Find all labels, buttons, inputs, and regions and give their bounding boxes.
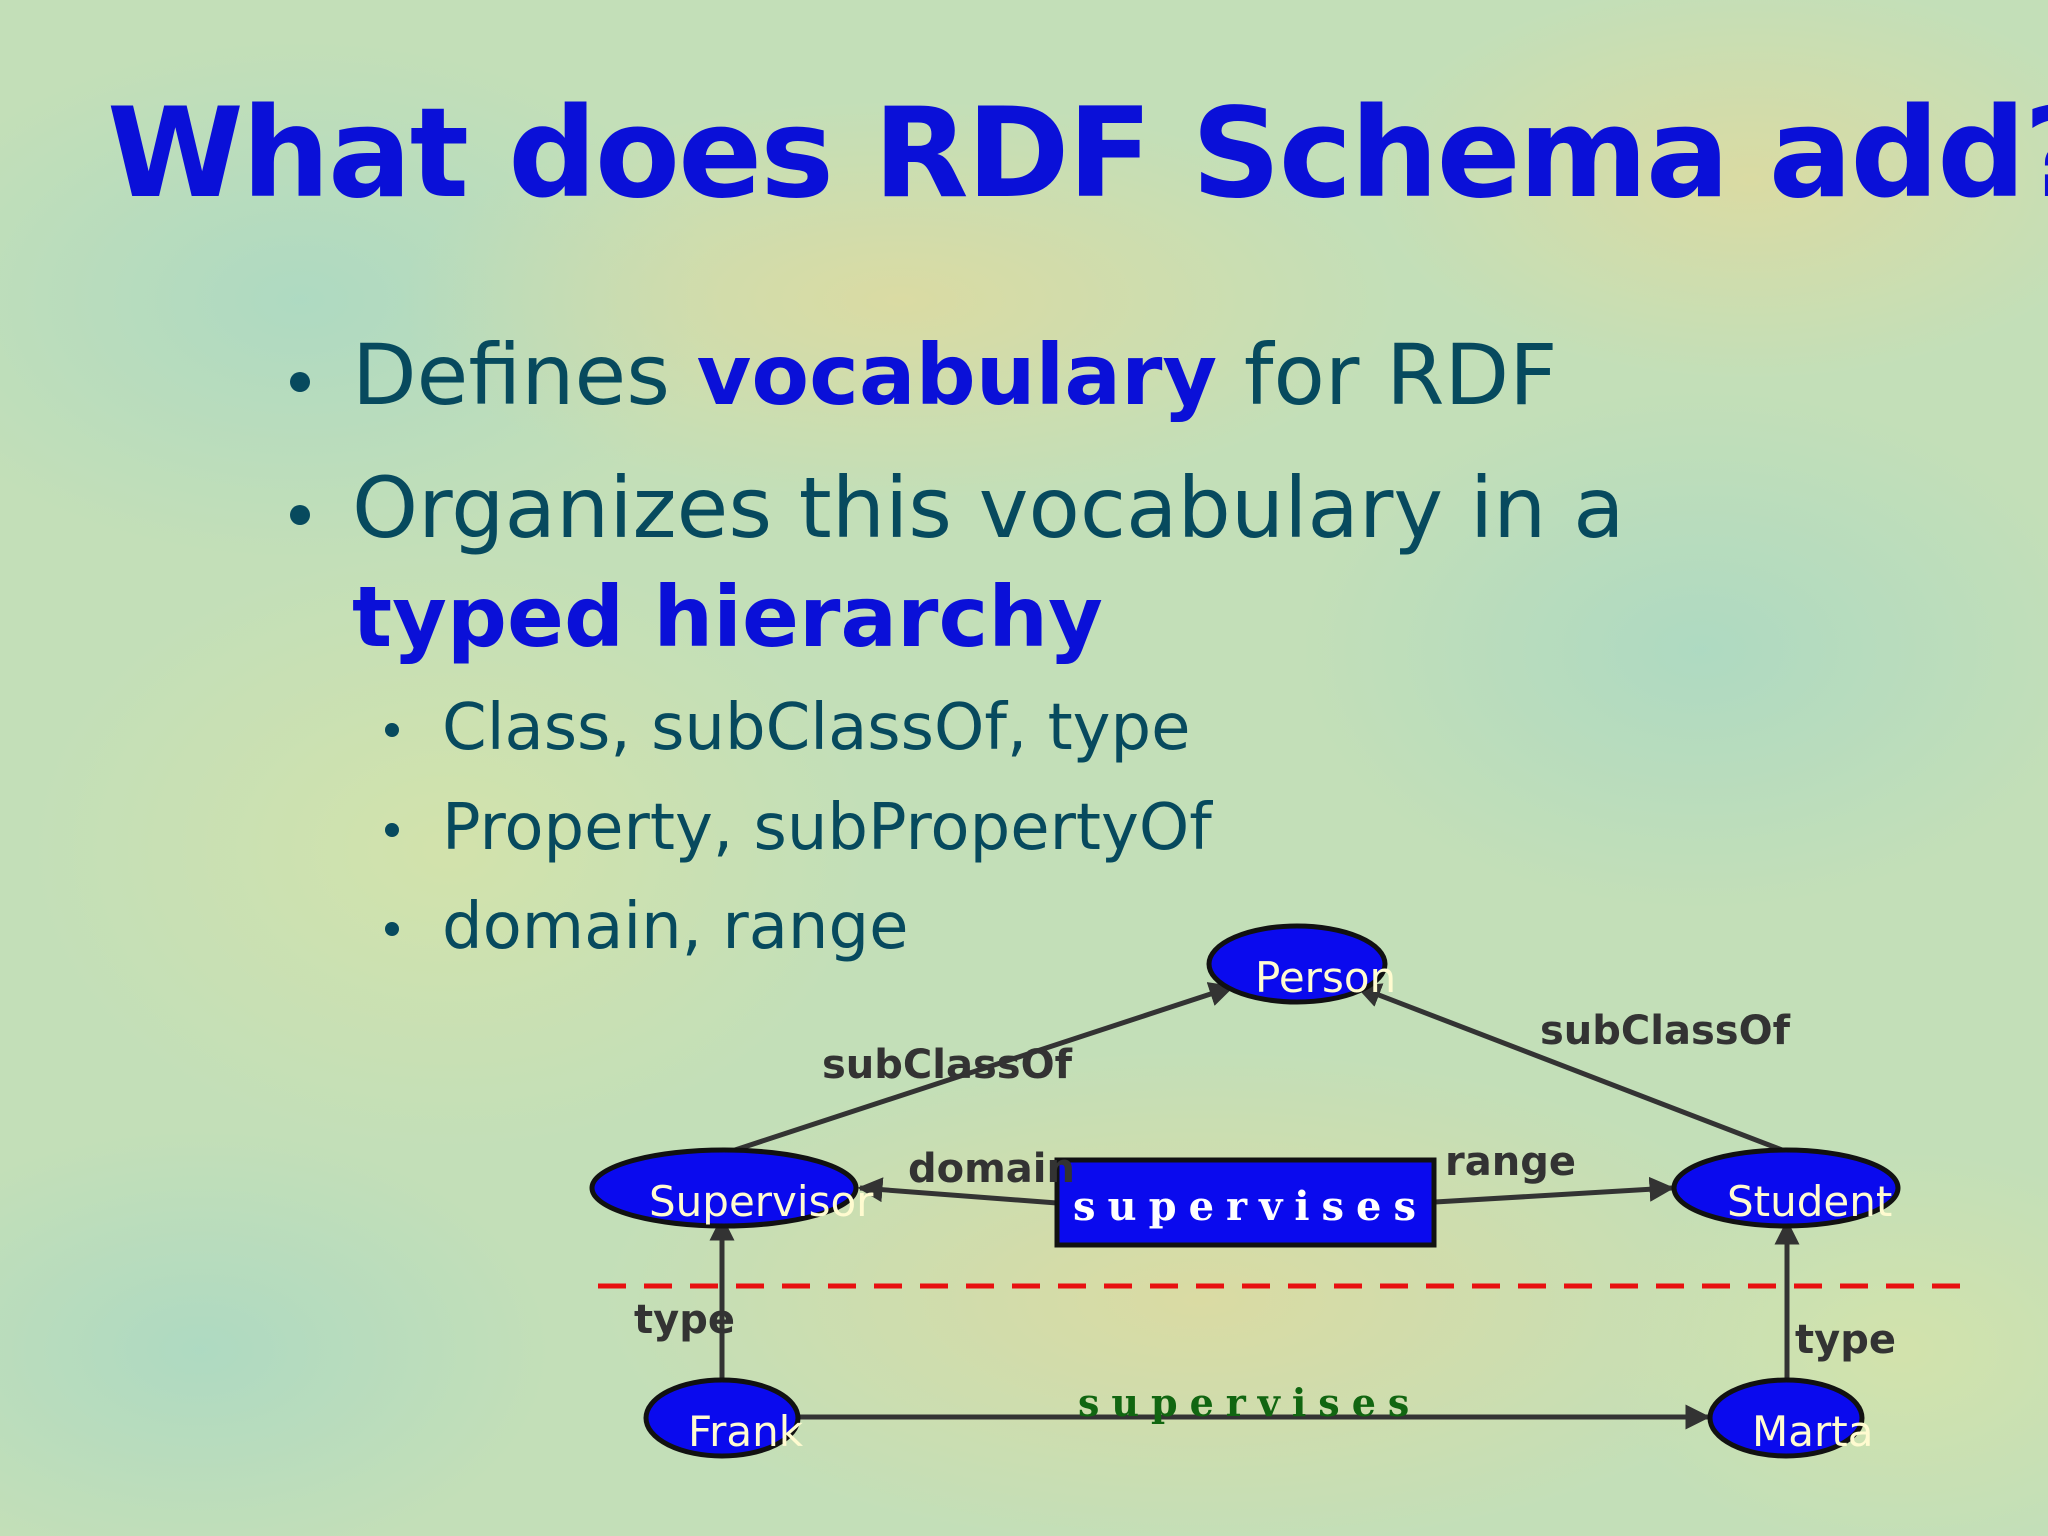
node-student: Student <box>1671 1147 1901 1229</box>
sub-bullet-item: Property, subPropertyOf <box>442 791 1212 865</box>
label-range: range <box>1445 1139 1576 1185</box>
node-frank: Frank <box>643 1377 804 1459</box>
svg-text:supervises: supervises <box>1073 1183 1428 1230</box>
node-supervisor: Supervisor <box>589 1147 874 1229</box>
edge-domain <box>857 1177 1058 1206</box>
svg-text:Student: Student <box>1727 1177 1892 1226</box>
bullet-dot <box>290 505 310 525</box>
svg-text:Supervisor: Supervisor <box>649 1177 874 1226</box>
bullet-emphasis: vocabulary <box>696 326 1218 424</box>
bullet-text: Defines <box>352 326 697 424</box>
slide-title: What does RDF Schema add? <box>107 82 2048 226</box>
node-person: Person <box>1206 923 1396 1005</box>
property-box-supervises: supervises <box>1054 1157 1437 1248</box>
sub-bullet-dot <box>385 823 399 837</box>
bullet-item-hierarchy: Organizes this vocabulary in a <box>352 459 1625 557</box>
label-type-left: type <box>634 1297 735 1343</box>
bullet-item-vocabulary: Defines vocabulary for RDF <box>352 326 1557 424</box>
node-marta: Marta <box>1707 1377 1873 1459</box>
svg-text:Marta: Marta <box>1752 1407 1873 1456</box>
edge-range <box>1434 1176 1675 1205</box>
label-type-right: type <box>1795 1317 1896 1363</box>
edge-subclassof-left <box>734 982 1235 1153</box>
label-subclassof-left: subClassOf <box>822 1042 1073 1088</box>
svg-text:Person: Person <box>1255 953 1396 1002</box>
edge-subclassof-right <box>1355 983 1783 1153</box>
bullet-text: for RDF <box>1217 326 1558 424</box>
label-instance-supervises: supervises <box>1078 1380 1421 1425</box>
label-domain: domain <box>908 1146 1075 1192</box>
sub-bullet-dot <box>385 922 399 936</box>
bullet-dot <box>290 372 310 392</box>
bullet-emphasis: typed hierarchy <box>352 568 1103 666</box>
label-subclassof-right: subClassOf <box>1540 1008 1791 1054</box>
sub-bullet-dot <box>385 723 399 737</box>
sub-bullet-item: Class, subClassOf, type <box>442 691 1191 765</box>
sub-bullet-item: domain, range <box>442 890 909 964</box>
svg-text:Frank: Frank <box>688 1407 804 1456</box>
